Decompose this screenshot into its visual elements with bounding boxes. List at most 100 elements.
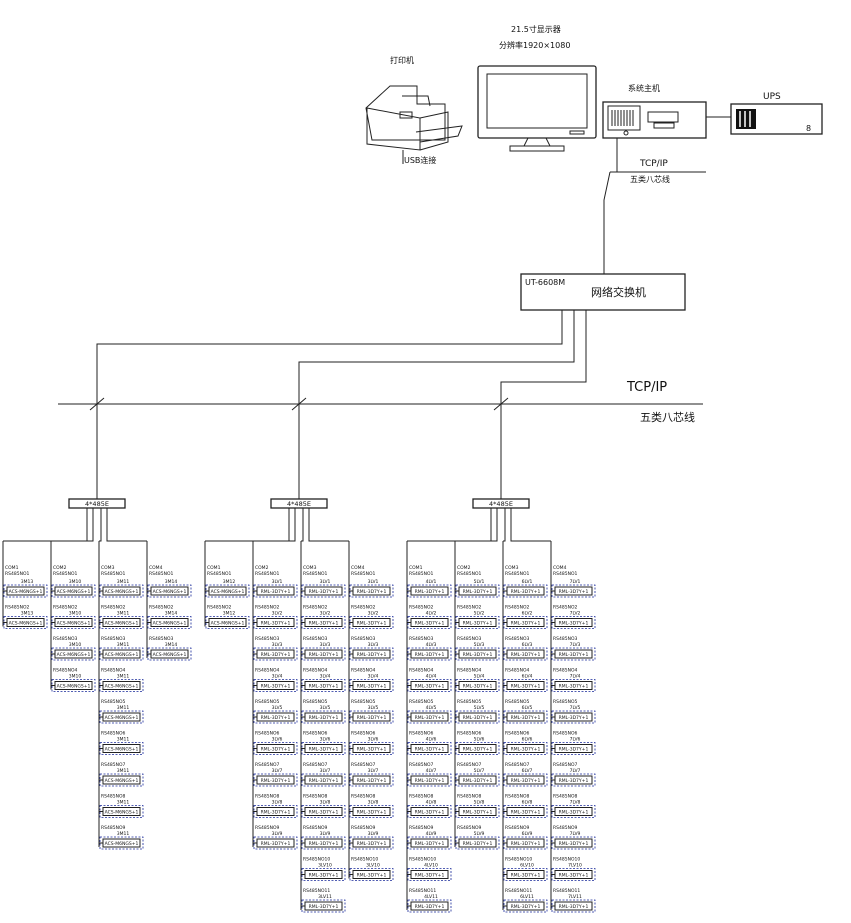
device-outline [99, 647, 144, 661]
device-address: RS485NO8 [255, 794, 279, 800]
device-address: RS485NO3 [53, 636, 77, 642]
device-address: RS485NO5 [351, 699, 375, 705]
device-outline [253, 805, 298, 818]
device-box [256, 838, 295, 848]
device-model: RML-3D7Y+1 [415, 715, 445, 721]
device-model: RML-3D7Y+1 [309, 652, 339, 658]
device-address: RS485NO5 [409, 699, 433, 705]
device-address: RS485NO11 [303, 888, 330, 894]
device-outline [503, 836, 548, 850]
device-address: RS485NO2 [5, 605, 29, 611]
device-address: RS485NO6 [351, 731, 375, 737]
device-address: RS485NO4 [351, 668, 375, 674]
monitor-resolution: 分辨率1920×1080 [499, 40, 570, 50]
device-outline [99, 616, 144, 629]
device-outline [147, 647, 192, 661]
device-name: 5LV1 [474, 579, 485, 585]
device-outline [349, 616, 394, 629]
device-model: RML-3D7Y+1 [463, 652, 493, 658]
com-port-address: RS485NO1 [255, 571, 279, 577]
device-box [256, 807, 295, 816]
device-address: RS485NO7 [303, 762, 327, 768]
device-address: RS485NO10 [303, 857, 330, 863]
device-model: RML-3D7Y+1 [511, 904, 541, 910]
device-model: RML-3D7Y+1 [357, 810, 387, 816]
com-port-label: COM2 [255, 565, 269, 571]
device-model: RML-3D7Y+1 [511, 841, 541, 847]
device-box [458, 744, 497, 753]
device-box [208, 586, 247, 596]
device-outline [349, 836, 394, 850]
device-outline [99, 710, 144, 724]
com-port-column: COM2RS485NO15LV1RML-3D7Y+1RS485NO25LV2RM… [454, 541, 500, 850]
device-outline [407, 868, 452, 881]
device-box [6, 618, 45, 627]
device-name: 3LV5 [272, 705, 283, 711]
device-model: RML-3D7Y+1 [511, 589, 541, 595]
device-outline [205, 584, 250, 598]
device-name: 3M11 [117, 768, 130, 774]
device-model: RML-3D7Y+1 [511, 684, 541, 690]
device-name: 4LV5 [426, 705, 437, 711]
device-name: 6LV1 [522, 579, 533, 585]
device-box [458, 712, 497, 722]
device-outline [349, 679, 394, 692]
device-outline [253, 742, 298, 755]
com-port-address: RS485NO1 [5, 571, 29, 577]
device-outline [551, 584, 596, 598]
device-box [506, 681, 545, 690]
device-model: RML-3D7Y+1 [559, 810, 589, 816]
device-outline [407, 679, 452, 692]
device-name: 3M11 [117, 705, 130, 711]
device-box [410, 838, 449, 848]
device-address: RS485NO2 [553, 605, 577, 611]
device-name: 3LV11 [318, 894, 332, 900]
device-name: 3LV5 [320, 705, 331, 711]
device-name: 4LV11 [424, 894, 438, 900]
usb-connection-label: USB连接 [404, 155, 436, 165]
device-name: 3LV7 [368, 768, 379, 774]
device-address: RS485NO4 [457, 668, 481, 674]
com-port-column: COM1RS485NO14LV1RML-3D7Y+1RS485NO24LV2RM… [406, 541, 452, 913]
device-outline [301, 616, 346, 629]
device-model: RML-3D7Y+1 [559, 841, 589, 847]
device-outline [301, 679, 346, 692]
device-model: RML-3D7Y+1 [559, 589, 589, 595]
device-outline [551, 742, 596, 755]
device-name: 5LV3 [474, 642, 485, 648]
device-model: RML-3D7Y+1 [261, 715, 291, 721]
cable-bus-label: 五类八芯线 [640, 410, 695, 424]
device-box [410, 870, 449, 879]
device-name: 7LV4 [570, 674, 581, 680]
device-box [554, 838, 593, 848]
com-port-column: COM1RS485NO13M12ACS-M6NGS+1RS485NO23M12A… [204, 541, 250, 629]
device-model: ACS-M6NGS+1 [105, 684, 139, 690]
device-address: RS485NO2 [505, 605, 529, 611]
printer-label: 打印机 [390, 55, 414, 65]
device-address: RS485NO5 [255, 699, 279, 705]
device-name: 3M11 [117, 642, 130, 648]
device-outline [51, 616, 96, 629]
device-name: 6LV8 [522, 800, 533, 806]
com-link-line [301, 508, 304, 542]
device-model: RML-3D7Y+1 [463, 684, 493, 690]
com-port-column: COM4RS485NO13LV1RML-3D7Y+1RS485NO23LV2RM… [348, 541, 394, 881]
device-model: RML-3D7Y+1 [357, 621, 387, 627]
device-address: RS485NO3 [409, 636, 433, 642]
device-model: RML-3D7Y+1 [559, 904, 589, 910]
device-model: RML-3D7Y+1 [357, 747, 387, 753]
device-outline [205, 616, 250, 629]
device-outline [253, 679, 298, 692]
device-outline [455, 679, 500, 692]
